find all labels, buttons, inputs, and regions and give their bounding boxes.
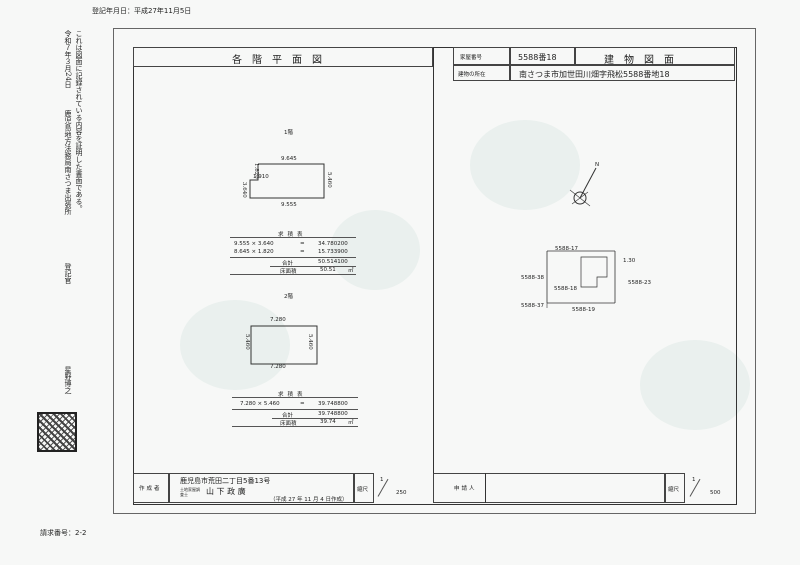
- scale-left-den: 250: [396, 490, 407, 496]
- floor1-unit: ㎡: [348, 268, 354, 274]
- floor2-total: 39.748800: [318, 411, 348, 417]
- registration-date: 登記年月日：平成27年11月5日: [92, 7, 192, 15]
- floor2-table-title: 求積表: [278, 392, 307, 398]
- floor2-dim-right: 5.460: [307, 334, 313, 350]
- parcel-5588-23: 5588-23: [628, 280, 651, 286]
- request-number: 請求番号：2-2: [40, 529, 87, 537]
- floor1-dim-left: 3.640: [241, 182, 247, 198]
- floor1-row1-eq: =: [300, 241, 305, 247]
- location-label: 建物の所在: [458, 72, 486, 78]
- scale-label-left: 縮尺: [357, 487, 369, 493]
- scale-label-right: 縮尺: [668, 487, 680, 493]
- compass-icon: [569, 167, 597, 207]
- certificate-office: 鹿児島地方法務局南さつま出張所: [64, 110, 72, 215]
- house-number-label: 家屋番号: [460, 55, 483, 61]
- maker-address: 鹿児島市荒田二丁目5番13号: [180, 477, 271, 485]
- floor2-dim-top: 7.280: [270, 317, 286, 323]
- floor2-unit: ㎡: [348, 420, 354, 426]
- floor1-total-label: 合計: [282, 261, 294, 267]
- floor2-total-label: 合計: [282, 413, 294, 419]
- maker-name: 山 下 政 廣: [206, 487, 246, 496]
- floor2-row1-eq: =: [300, 401, 305, 407]
- left-title: 各階平面図: [232, 55, 332, 66]
- parcel-5588-17: 5588-17: [555, 246, 578, 252]
- certificate-date: 令和７年３月24日: [64, 30, 72, 88]
- floor2-area-label: 床面積: [280, 421, 297, 427]
- scale-left-num: 1: [380, 477, 384, 483]
- scale-right-den: 500: [710, 490, 721, 496]
- floor2-row1-val: 39.748800: [318, 401, 348, 407]
- official-seal: [37, 412, 77, 452]
- floor1-row2-eq: =: [300, 249, 305, 255]
- parcel-5588-37: 5588-37: [521, 303, 544, 309]
- floor1-total: 50.514100: [318, 259, 348, 265]
- floor1-plan: [249, 163, 325, 199]
- floor2-dim-bottom: 7.280: [270, 364, 286, 370]
- floor1-dim-bottom: 9.555: [281, 202, 297, 208]
- parcel-5588-38: 5588-38: [521, 275, 544, 281]
- floor1-label: 1階: [284, 130, 293, 136]
- floor2-plan: [250, 325, 318, 365]
- floor1-dim-right: 5.460: [326, 172, 332, 188]
- floor1-row1-expr: 9.555 × 3.640: [234, 241, 274, 247]
- certificate-statement: これは図面に記録されている内容を証明した書面である。: [75, 30, 83, 212]
- location: 南さつま市加世田川畑字飛松5588番地18: [519, 70, 670, 79]
- applicant-label: 申請人: [454, 486, 477, 492]
- right-title: 建物図面: [604, 55, 684, 66]
- scale-right-num: 1: [692, 477, 696, 483]
- officer-name: 星野博之: [64, 366, 72, 394]
- parcel-5588-19: 5588-19: [572, 307, 595, 313]
- floor1-dim-top: 9.645: [281, 156, 297, 162]
- floor1-area: 50.51: [320, 267, 336, 273]
- maker-qualification: 土地家屋調査士: [180, 487, 200, 497]
- outer-frame: [113, 28, 756, 514]
- floor2-dim-left: 5.460: [244, 334, 250, 350]
- floor1-row2-expr: 8.645 × 1.820: [234, 249, 274, 255]
- site-map: [546, 250, 616, 308]
- site-dim: 1.30: [623, 258, 636, 264]
- drawing-frame: [133, 47, 737, 505]
- floor1-row1-val: 34.780200: [318, 241, 348, 247]
- floor1-dim-step: 1.820: [253, 163, 259, 179]
- floor1-area-label: 床面積: [280, 269, 297, 275]
- house-number: 5588番18: [518, 53, 557, 62]
- floor2-area: 39.74: [320, 419, 336, 425]
- floor1-dim-small: 1.910: [253, 174, 269, 180]
- north-mark: N: [595, 162, 600, 168]
- floor1-row2-val: 15.733900: [318, 249, 348, 255]
- officer-title: 登記官: [64, 263, 72, 284]
- created-date: （平成 27 年 11 月 4 日作成）: [270, 497, 348, 503]
- floor2-label: 2階: [284, 294, 293, 300]
- parcel-5588-18: 5588-18: [554, 286, 577, 292]
- maker-label: 作成者: [139, 486, 162, 492]
- floor1-table-title: 求積表: [278, 232, 307, 238]
- floor2-row1-expr: 7.280 × 5.460: [240, 401, 280, 407]
